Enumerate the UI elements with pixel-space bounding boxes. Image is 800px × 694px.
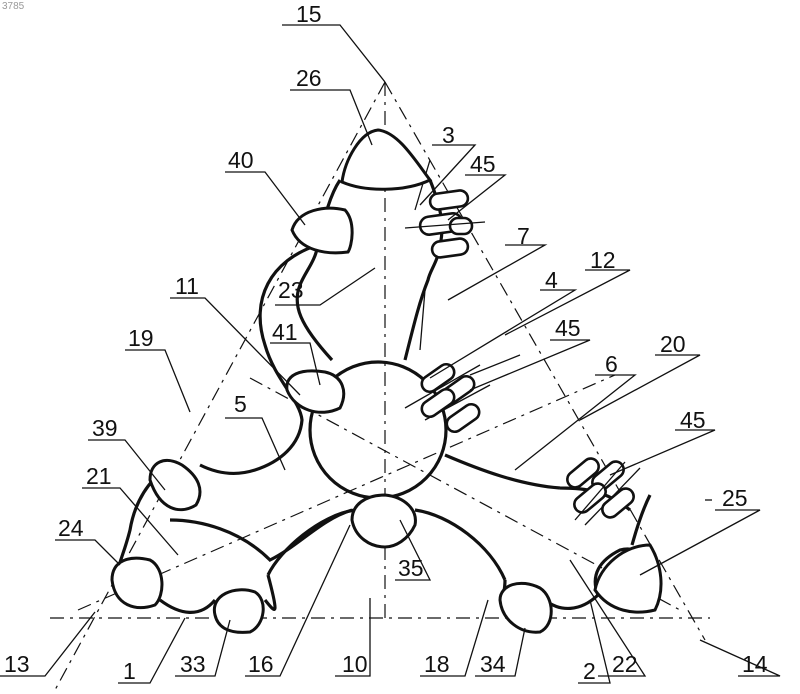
label-23: 23 [278,277,304,303]
label-19: 19 [128,325,154,351]
label-16: 16 [248,651,274,677]
label-24: 24 [58,515,84,541]
end-caps [112,130,661,632]
label-39: 39 [92,415,118,441]
label-21: 21 [86,463,112,489]
label-12: 12 [590,247,616,273]
lobe-41 [287,371,344,412]
label-35: 35 [398,555,424,581]
label-34: 34 [480,651,506,677]
label-3: 3 [442,122,455,148]
label-4: 4 [545,267,558,293]
label-14: 14 [742,651,768,677]
label-26: 26 [296,65,322,91]
label-25: 25 [722,485,748,511]
label-33: 33 [180,651,206,677]
label-20: 20 [660,331,686,357]
label-40: 40 [228,147,254,173]
lobe-34 [500,583,551,632]
lobe-35 [352,495,415,547]
label-7: 7 [517,223,530,249]
lobe-33 [214,590,263,633]
label-45-top: 45 [470,151,496,177]
label-10: 10 [342,651,368,677]
roller-group-right [564,455,640,525]
lobe-25 [595,545,661,612]
top-cap-26 [342,130,430,189]
upper-arm-outline [297,180,442,360]
label-18: 18 [424,651,450,677]
label-22: 22 [612,651,638,677]
label-2: 2 [583,658,596,684]
label-45-right: 45 [680,407,706,433]
figure-corner-number: 3785 [2,1,25,12]
label-1: 1 [123,658,136,684]
label-15: 15 [296,1,322,27]
label-41: 41 [272,319,298,345]
lobe-24 [112,558,162,607]
label-11: 11 [175,273,199,299]
lobe-40 [292,208,352,253]
label-6: 6 [605,351,618,377]
label-45-middle: 45 [555,315,581,341]
label-5: 5 [234,391,247,417]
label-13: 13 [4,651,30,677]
